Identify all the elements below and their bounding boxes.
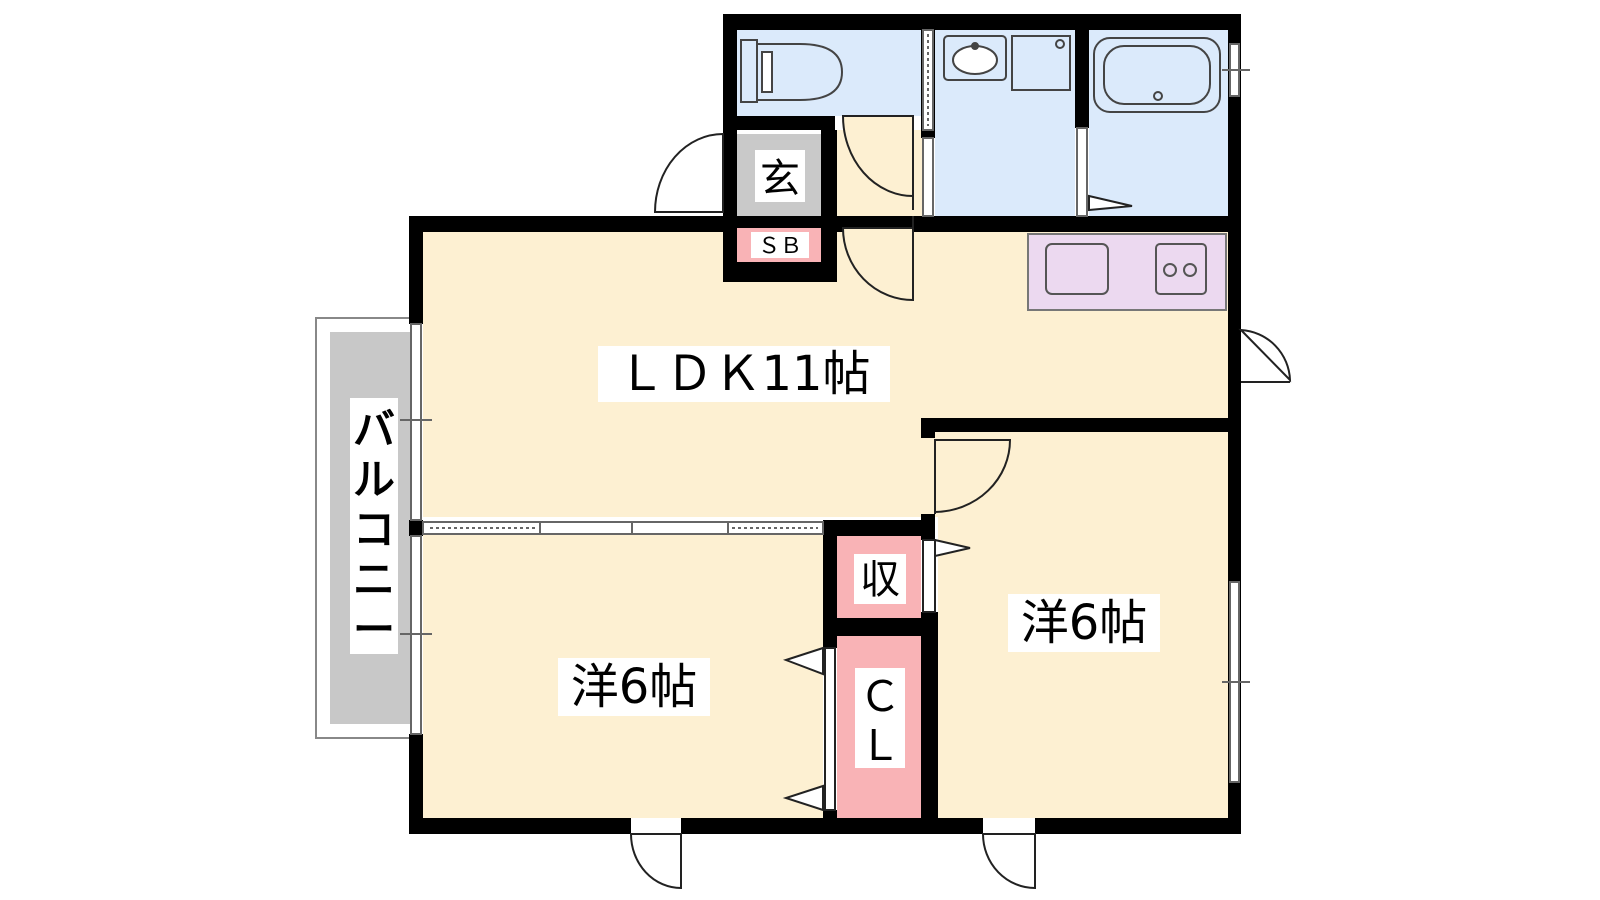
room-label-closet-c: Ｃ (859, 672, 901, 721)
wall-left-top (409, 216, 423, 324)
kitchen-counter (1027, 233, 1227, 311)
room-label-shoe-box: ＳＢ (758, 234, 802, 259)
room-label-western-right: 洋6帖 (1021, 595, 1148, 651)
wall-storage-bottom (823, 618, 921, 636)
wall-left-mid (409, 520, 423, 536)
bath-floor (1089, 30, 1228, 216)
closet-label-bg (855, 668, 905, 768)
storage-label-bg (854, 554, 906, 604)
door-entrance[interactable] (653, 132, 724, 213)
door-west-right-exterior[interactable] (981, 833, 1036, 890)
wall-wet-top (723, 14, 1241, 30)
burner-right-icon (1183, 263, 1197, 277)
wall-sb-bottom (723, 262, 837, 282)
door-hall-ldk[interactable] (841, 227, 914, 302)
wall-west-right-top (921, 418, 1228, 432)
window-left-upper (410, 323, 422, 521)
balcony-label-bg (350, 398, 398, 654)
wall-ldk-top-left (409, 216, 723, 232)
door-closet-lower[interactable] (782, 784, 824, 812)
wall-toilet-bottom (723, 116, 835, 130)
room-label-closet-l: Ｌ (859, 721, 901, 770)
wall-storage-left (823, 520, 837, 648)
wall-entrance-right (821, 130, 837, 282)
room-label-storage: 収 (860, 557, 900, 603)
wall-west-right-left-top (921, 418, 935, 438)
doors[interactable] (629, 115, 1292, 890)
door-west-right[interactable] (934, 439, 1012, 514)
wall-bath-left (1075, 30, 1089, 128)
bathtub-icon (1093, 37, 1221, 113)
wall-west-right-left-low (921, 612, 938, 834)
balcony-char-2: ル (353, 455, 395, 504)
washroom-sliding-door[interactable] (922, 29, 934, 131)
toilet-icon (740, 39, 844, 103)
sink-icon (1045, 243, 1109, 295)
room-label-entrance: 玄 (760, 156, 800, 202)
wall-ldk-top-right (837, 216, 1228, 232)
burner-left-icon (1163, 263, 1177, 277)
room-label-ldk: ＬＤＫ11帖 (617, 346, 870, 402)
western-left-label-bg (558, 658, 710, 716)
wall-bottom-left (409, 818, 631, 834)
balcony-char-3: コ (353, 505, 395, 554)
sliding-door-partition[interactable] (422, 521, 824, 535)
door-toilet[interactable] (841, 115, 914, 198)
wall-wet-left (723, 14, 737, 134)
wall-closet-left-low (823, 810, 837, 834)
washer-drain-icon (1055, 39, 1065, 49)
wall-left-bottom (409, 734, 423, 834)
western-right-label-bg (1008, 594, 1160, 652)
balcony-char-5: ー (353, 605, 395, 654)
wall-bottom-right (1035, 818, 1241, 834)
stove-icon (1155, 243, 1207, 295)
balcony-char-4: ニ (353, 555, 395, 604)
washer-space (1011, 35, 1071, 91)
ldk-label-bg (598, 346, 890, 402)
wall-sb-left (723, 134, 737, 282)
door-west-left-exterior[interactable] (629, 833, 682, 890)
door-closet-upper[interactable] (782, 646, 824, 676)
wall-sb-top (723, 216, 837, 228)
room-label-western-left: 洋6帖 (571, 659, 698, 715)
washbasin-icon (943, 35, 1007, 81)
bath-door-panel[interactable] (1076, 127, 1088, 217)
door-ldk-exterior[interactable] (1238, 328, 1292, 383)
wall-ldk-west-left (823, 520, 935, 536)
door-bath-swing[interactable] (1088, 194, 1133, 212)
wall-wash-left-low (921, 128, 935, 138)
balcony-char-1: バ (353, 405, 395, 454)
entrance-label-bg (755, 150, 805, 202)
balcony-label: バ ル コ ニ ー (353, 405, 395, 654)
hall-door-jamb (922, 137, 934, 217)
shoe-box-label-bg (751, 232, 809, 258)
windows (400, 29, 1250, 783)
